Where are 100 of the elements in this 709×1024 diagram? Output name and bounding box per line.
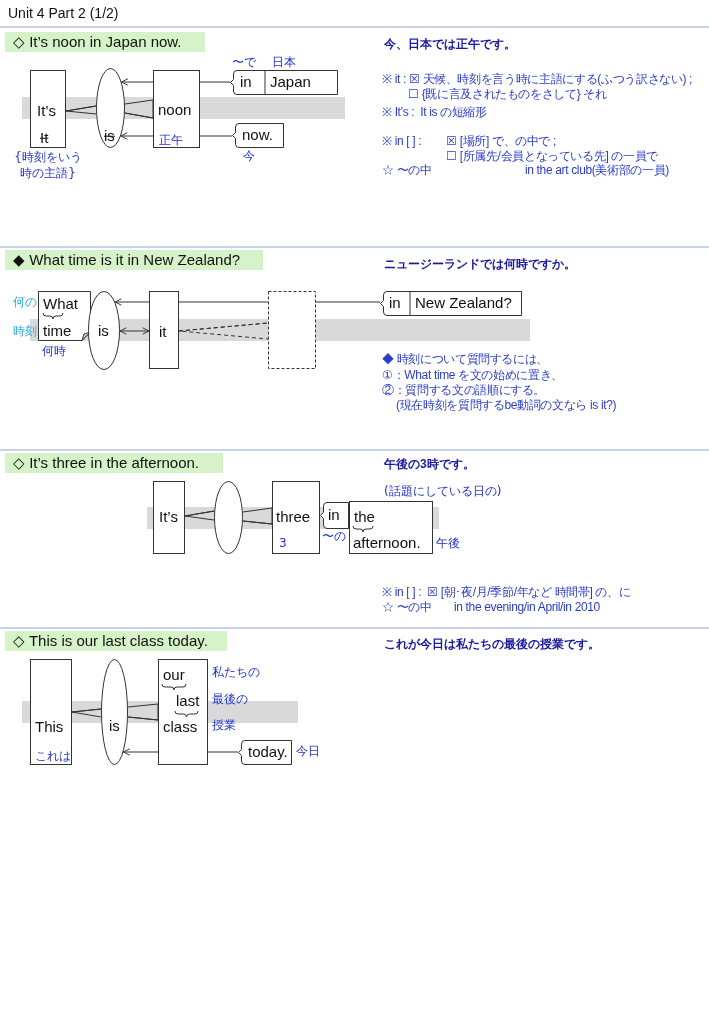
connector-line	[124, 99, 154, 119]
gloss-text: 3	[279, 537, 287, 551]
gloss-text: 〜の	[322, 530, 346, 544]
gloss-text: {時刻をいう時の主語}	[13, 150, 83, 182]
note-text: ※ in [ ] : ☒ [朝･夜/月/季節/年など 時間帯] の、に	[382, 586, 631, 600]
word-text: now.	[242, 126, 273, 144]
word-text: in	[389, 294, 401, 312]
word-text: noon	[158, 101, 192, 119]
gloss-text: 私たちの	[212, 666, 260, 680]
note-text: ☒ [場所] で、の中で ;	[446, 135, 557, 149]
word-box	[272, 481, 320, 554]
modifier-box	[320, 502, 349, 529]
connector-line	[315, 301, 381, 303]
note-text: ※ in [ ] :	[382, 135, 422, 149]
connector-line	[242, 507, 273, 525]
note-text: ☐ [所属先/会員となっている先] の一員で	[446, 150, 658, 164]
heading-band	[5, 250, 263, 270]
gloss-text: 授業	[212, 719, 236, 733]
word-box	[153, 481, 185, 554]
word-text: the	[354, 508, 375, 526]
page-title: Unit 4 Part 2 (1/2)	[8, 6, 119, 22]
word-text: in	[328, 506, 340, 524]
gloss-text: 今日	[296, 745, 320, 759]
gloss-text: 午後	[436, 537, 460, 551]
word-text: It’s	[37, 102, 56, 120]
connector-line	[184, 510, 215, 521]
gloss-text: 時刻	[13, 325, 37, 339]
note-text: ☐ {既に言及されたものをさして} それ	[408, 88, 607, 102]
note-text: ②：質問する文の語順にする。	[382, 384, 546, 398]
word-text: in	[240, 73, 252, 91]
word-box	[153, 70, 200, 148]
note-text: ①：What time を文の始めに置き、	[382, 369, 563, 383]
dashed-line	[178, 322, 269, 340]
word-text: is	[104, 127, 115, 145]
word-text: last	[176, 692, 200, 710]
verb-ellipse	[88, 291, 120, 370]
note-text: ☆ 〜の中	[382, 601, 432, 615]
connector-line	[71, 708, 102, 718]
translation-text: 午後の3時です。	[384, 458, 475, 472]
word-text: What	[43, 295, 78, 313]
word-text: It	[40, 129, 49, 147]
word-text: Japan	[270, 73, 311, 91]
connector-line	[178, 301, 269, 303]
connector-line	[65, 105, 97, 115]
gloss-text: 〜で	[232, 56, 256, 70]
heading-text: ◇ This is our last class today.	[13, 632, 208, 650]
word-text: our	[163, 666, 185, 684]
verb-ellipse	[214, 481, 243, 554]
heading-text: ◆ What time is it in New Zealand?	[13, 251, 241, 269]
connector-line	[207, 751, 239, 753]
dashed-box	[268, 291, 316, 369]
word-text: New Zealand?	[415, 294, 512, 312]
connector-line	[127, 703, 159, 721]
word-text: three	[276, 508, 311, 526]
heading-band	[5, 32, 205, 52]
word-box	[149, 291, 179, 369]
connector-line	[199, 135, 233, 137]
gloss-text: 最後の	[212, 693, 248, 707]
word-text: time	[43, 322, 72, 340]
note-text: ☆ 〜の中	[382, 164, 432, 178]
word-text: is	[109, 717, 120, 735]
word-text: class	[163, 718, 198, 736]
word-box	[349, 501, 433, 554]
word-text: it	[159, 323, 167, 341]
modifier-box	[380, 291, 522, 316]
note-text: ※ It’s : It is の短縮形	[382, 106, 487, 120]
gloss-text: 正午	[159, 134, 183, 148]
gloss-text: 何時	[42, 345, 66, 359]
heading-band	[5, 631, 227, 651]
modifier-box	[238, 740, 292, 765]
verb-ellipse	[96, 68, 125, 148]
connector-line	[199, 81, 231, 83]
gloss-text: これは	[35, 750, 71, 764]
word-text: This	[35, 718, 64, 736]
heading-text: ◇ It’s three in the afternoon.	[13, 454, 199, 472]
note-text: ※ it : ☒ 天候、時刻を言う時に主語にする(ふつう訳さない) ;	[382, 73, 693, 87]
translation-text: これが今日は私たちの最後の授業です。	[384, 638, 600, 652]
verb-ellipse	[101, 659, 128, 765]
word-text: today.	[248, 743, 288, 761]
word-box	[30, 659, 72, 765]
gloss-text: 今	[243, 150, 255, 164]
modifier-box	[232, 123, 284, 148]
note-text: in the art club(美術部の一員)	[525, 164, 669, 178]
translation-text: ニュージーランドでは何時ですか。	[384, 258, 576, 272]
gloss-text: (話題にしている日の)	[384, 485, 502, 499]
word-box	[158, 659, 208, 765]
heading-text: ◇ It’s noon in Japan now.	[13, 33, 182, 51]
note-text: in the evening/in April/in 2010	[454, 601, 600, 615]
note-text: (現在時刻を質問するbe動詞の文なら is it?)	[396, 399, 617, 413]
word-text: It’s	[159, 508, 178, 526]
gloss-text: 何の	[13, 296, 37, 310]
note-text: ◆ 時刻について質問するには、	[382, 353, 549, 367]
word-text: afternoon.	[353, 534, 421, 552]
word-text: is	[98, 322, 109, 340]
word-box	[30, 70, 66, 148]
gloss-text: 日本	[272, 56, 296, 70]
heading-band	[5, 453, 223, 473]
folded-box	[38, 291, 91, 341]
translation-text: 今、日本では正午です。	[384, 38, 516, 52]
modifier-box	[230, 70, 338, 95]
